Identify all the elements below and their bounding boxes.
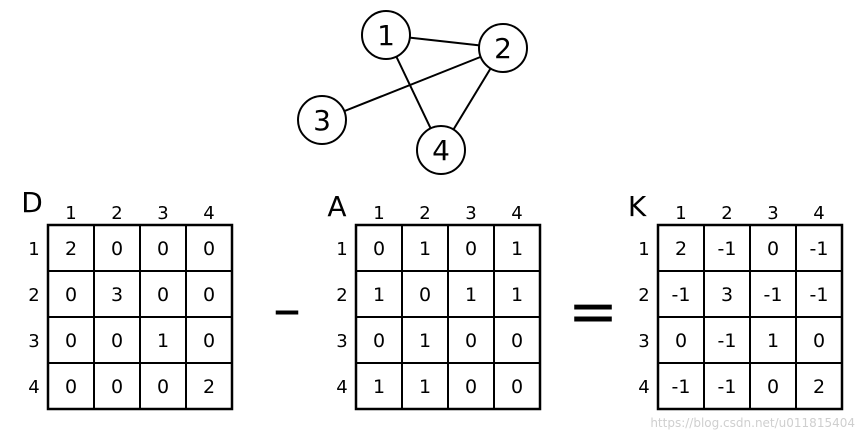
column-label: 2 — [721, 203, 732, 224]
matrix-cell: 0 — [203, 284, 215, 306]
matrix-cell: 1 — [373, 284, 385, 306]
row-label: 1 — [28, 239, 39, 260]
matrix-cell: 0 — [419, 284, 431, 306]
matrix-cell: 0 — [157, 376, 169, 398]
matrix-cell: 2 — [675, 238, 687, 260]
matrix-cell: 1 — [511, 238, 523, 260]
matrix-cell: 1 — [419, 330, 431, 352]
column-label: 1 — [675, 203, 686, 224]
row-label: 2 — [28, 285, 39, 306]
matrix-cell: 0 — [813, 330, 825, 352]
matrix-cell: -1 — [764, 284, 783, 306]
column-label: 4 — [511, 203, 522, 224]
matrix-cell: 0 — [465, 238, 477, 260]
matrix-cell: 1 — [465, 284, 477, 306]
matrix-cell: 0 — [465, 376, 477, 398]
matrix-A-name: A — [327, 190, 346, 223]
matrix-cell: 1 — [157, 330, 169, 352]
node-4-circle — [416, 125, 466, 175]
matrix-cell: 3 — [721, 284, 733, 306]
row-label: 1 — [638, 239, 649, 260]
row-label: 3 — [638, 331, 649, 352]
row-label: 2 — [336, 285, 347, 306]
column-label: 2 — [111, 203, 122, 224]
row-label: 2 — [638, 285, 649, 306]
matrix-D-name: D — [21, 186, 43, 219]
graph-edges — [321, 34, 504, 151]
matrix-cell: 1 — [373, 376, 385, 398]
matrix-cell: 0 — [111, 330, 123, 352]
matrix-cell: -1 — [718, 376, 737, 398]
node-1-label: 1 — [377, 19, 395, 52]
matrix-cell: -1 — [810, 284, 829, 306]
matrix-cell: 2 — [65, 238, 77, 260]
matrix-D: D 1 2 3 4 1 2 3 4 2 0 0 0 0 3 0 0 0 0 1 0 0 0 0 2 — [21, 186, 234, 411]
row-label: 4 — [336, 377, 347, 398]
row-label: 3 — [336, 331, 347, 352]
matrix-cell: 0 — [203, 330, 215, 352]
row-label: 1 — [336, 239, 347, 260]
matrix-K-name: K — [628, 190, 647, 223]
matrix-cell: 0 — [111, 238, 123, 260]
column-label: 3 — [465, 203, 476, 224]
column-label: 1 — [373, 203, 384, 224]
node-1-circle — [361, 10, 411, 60]
matrix-cell: 0 — [157, 238, 169, 260]
matrix-cell: 0 — [511, 330, 523, 352]
matrix-cell: 1 — [511, 284, 523, 306]
matrix-cell: 0 — [767, 376, 779, 398]
matrix-cell: 0 — [465, 330, 477, 352]
matrix-cell: 2 — [203, 376, 215, 398]
column-label: 1 — [65, 203, 76, 224]
matrix-cell: -1 — [672, 376, 691, 398]
matrix-cell: 0 — [65, 284, 77, 306]
matrix-cell: -1 — [718, 238, 737, 260]
matrix-cell: -1 — [810, 238, 829, 260]
node-3-label: 3 — [313, 104, 331, 137]
matrix-cell: 0 — [111, 376, 123, 398]
matrix-cell: 1 — [419, 238, 431, 260]
column-label: 2 — [419, 203, 430, 224]
matrix-cell: -1 — [718, 330, 737, 352]
minus-operator: – — [273, 277, 301, 342]
matrix-cell: 0 — [65, 376, 77, 398]
column-label: 4 — [813, 203, 824, 224]
matrix-cell: 1 — [419, 376, 431, 398]
matrix-cell: -1 — [672, 284, 691, 306]
row-label: 4 — [638, 377, 649, 398]
node-2-circle — [478, 23, 528, 73]
row-label: 4 — [28, 377, 39, 398]
matrices: D 1 2 3 4 1 2 3 4 2 0 0 0 0 3 0 0 0 0 1 0 0 0 0 2 A 1 2 3 4 1 2 3 4 0 1 0 1 1 0… — [21, 186, 844, 411]
node-4-label: 4 — [432, 134, 450, 167]
matrix-cell: 0 — [157, 284, 169, 306]
matrix-cell: 0 — [203, 238, 215, 260]
column-label: 3 — [157, 203, 168, 224]
matrix-cell: 3 — [111, 284, 123, 306]
edge-2-3 — [321, 47, 504, 121]
column-label: 4 — [203, 203, 214, 224]
matrix-cell: 2 — [813, 376, 825, 398]
node-3-circle — [297, 95, 347, 145]
graph-nodes: 1 2 3 4 — [297, 10, 528, 175]
column-label: 3 — [767, 203, 778, 224]
matrix-cell: 0 — [511, 376, 523, 398]
node-2-label: 2 — [494, 32, 512, 65]
matrix-cell: 0 — [65, 330, 77, 352]
watermark: https://blog.csdn.net/u011815404 — [650, 416, 855, 430]
matrix-cell: 0 — [373, 238, 385, 260]
matrix-cell: 0 — [373, 330, 385, 352]
matrix-A: A 1 2 3 4 1 2 3 4 0 1 0 1 1 0 1 1 0 1 0 0 1 1 0 0 — [327, 190, 542, 411]
row-label: 3 — [28, 331, 39, 352]
matrix-cell: 0 — [767, 238, 779, 260]
equals-operator: = — [568, 277, 618, 347]
matrix-cell: 1 — [767, 330, 779, 352]
matrix-K: K 1 2 3 4 1 2 3 4 2 -1 0 -1 -1 3 -1 -1 0 -1 1 0 -1 -1 0 2 — [628, 190, 844, 411]
matrix-cell: 0 — [675, 330, 687, 352]
